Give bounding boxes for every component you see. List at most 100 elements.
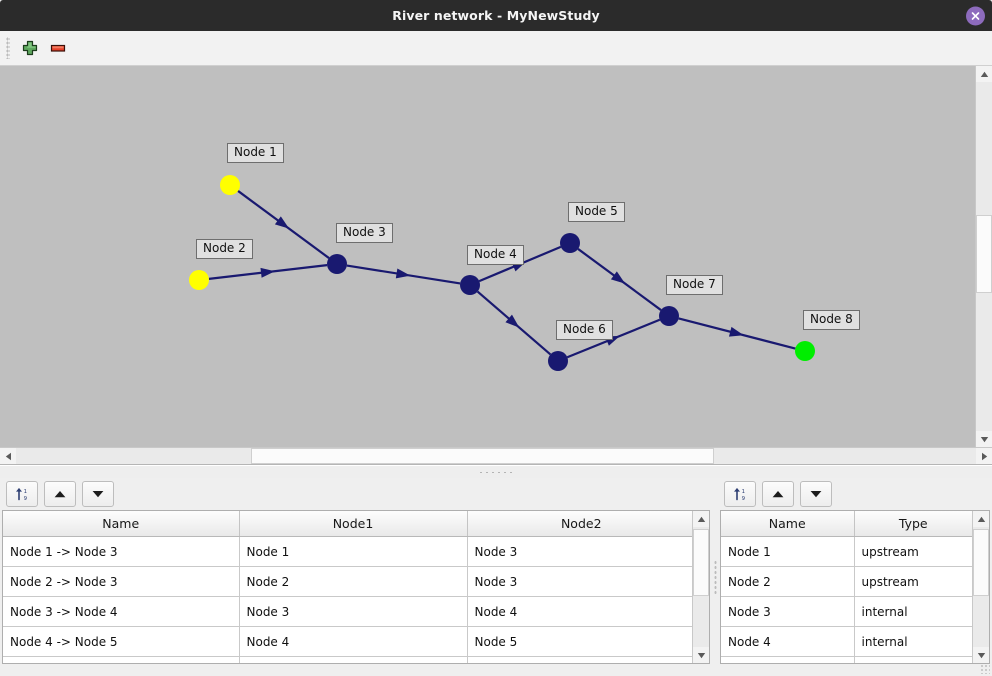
reaches-move-down-button[interactable] xyxy=(82,481,114,507)
table-cell[interactable]: Node 4 xyxy=(467,596,692,627)
graph-node-label[interactable]: Node 4 xyxy=(467,245,524,265)
graph-node-label[interactable]: Node 3 xyxy=(336,223,393,243)
table-cell[interactable] xyxy=(854,656,972,663)
reaches-sort-button[interactable]: 1 9 xyxy=(6,481,38,507)
table-cell[interactable]: Node 2 -> Node 3 xyxy=(3,566,240,597)
scroll-up-icon[interactable] xyxy=(693,511,709,527)
graph-node[interactable] xyxy=(548,351,568,371)
graph-edge-arrow-icon xyxy=(610,271,626,284)
graph-node[interactable] xyxy=(560,233,580,253)
graph-node-label[interactable]: Node 1 xyxy=(227,143,284,163)
table-cell[interactable] xyxy=(721,656,855,663)
scroll-down-icon[interactable] xyxy=(976,431,992,447)
reaches-move-up-button[interactable] xyxy=(44,481,76,507)
column-header-name[interactable]: Name xyxy=(3,511,240,537)
table-cell[interactable] xyxy=(239,656,468,663)
graph-horizontal-scrollbar[interactable] xyxy=(0,447,992,464)
table-cell[interactable]: Node 3 -> Node 4 xyxy=(3,596,240,627)
graph-node-label[interactable]: Node 6 xyxy=(556,320,613,340)
graph-node[interactable] xyxy=(220,175,240,195)
table-cell[interactable]: Node 2 xyxy=(239,566,468,597)
scroll-up-icon[interactable] xyxy=(973,511,989,527)
scroll-down-icon[interactable] xyxy=(693,647,709,663)
main-toolbar xyxy=(0,31,992,66)
table-cell[interactable]: Node 1 xyxy=(239,536,468,567)
graph-vscroll-thumb[interactable] xyxy=(976,214,992,294)
reaches-vscroll-thumb[interactable] xyxy=(693,529,709,597)
splitter-grip xyxy=(478,470,514,474)
table-cell[interactable]: Node 3 xyxy=(239,596,468,627)
reaches-pane-footer xyxy=(0,664,712,676)
table-cell[interactable]: Node 4 xyxy=(239,626,468,657)
column-header-node1[interactable]: Node1 xyxy=(239,511,468,537)
nodes-table-row[interactable] xyxy=(721,656,972,663)
table-cell[interactable]: Node 3 xyxy=(467,566,692,597)
column-header-name[interactable]: Name xyxy=(721,511,855,537)
table-cell[interactable]: Node 3 xyxy=(721,596,855,627)
nodes-toolbar: 1 9 xyxy=(718,478,992,510)
table-cell[interactable]: upstream xyxy=(854,536,972,567)
table-cell[interactable]: Node 4 xyxy=(721,626,855,657)
graph-hscroll-track[interactable] xyxy=(16,448,976,464)
reaches-table-row[interactable] xyxy=(3,656,692,663)
table-cell[interactable]: internal xyxy=(854,596,972,627)
graph-hscroll-thumb[interactable] xyxy=(251,448,714,464)
graph-node[interactable] xyxy=(659,306,679,326)
table-cell[interactable]: Node 5 xyxy=(467,626,692,657)
reaches-vscroll-track[interactable] xyxy=(693,527,709,647)
nodes-move-down-button[interactable] xyxy=(800,481,832,507)
nodes-vscroll-track[interactable] xyxy=(973,527,989,647)
svg-text:9: 9 xyxy=(24,496,28,502)
close-icon[interactable] xyxy=(966,6,985,25)
table-cell[interactable] xyxy=(3,656,240,663)
window-resize-grip[interactable] xyxy=(980,664,990,674)
nodes-sort-button[interactable]: 1 9 xyxy=(724,481,756,507)
table-cell[interactable]: Node 1 -> Node 3 xyxy=(3,536,240,567)
scroll-left-icon[interactable] xyxy=(0,448,16,464)
table-cell[interactable]: Node 2 xyxy=(721,566,855,597)
reaches-toolbar: 1 9 xyxy=(0,478,712,510)
scroll-down-icon[interactable] xyxy=(973,647,989,663)
graph-vertical-scrollbar[interactable] xyxy=(975,66,992,447)
column-header-type[interactable]: Type xyxy=(854,511,972,537)
toolbar-grip[interactable] xyxy=(6,37,10,59)
nodes-vertical-scrollbar[interactable] xyxy=(972,511,989,663)
delete-minus-icon[interactable] xyxy=(44,34,72,62)
graph-node-label[interactable]: Node 8 xyxy=(803,310,860,330)
reaches-vertical-scrollbar[interactable] xyxy=(692,511,709,663)
graph-vscroll-track[interactable] xyxy=(976,82,992,431)
graph-node[interactable] xyxy=(460,275,480,295)
network-graph-canvas[interactable]: Node 1 Node 2 Node 3 Node 4 Node 5 Node 6 Node… xyxy=(0,66,975,447)
table-cell[interactable]: Node 3 xyxy=(467,536,692,567)
vertical-splitter[interactable] xyxy=(712,478,718,676)
add-plus-icon[interactable] xyxy=(16,34,44,62)
scroll-up-icon[interactable] xyxy=(976,66,992,82)
table-cell[interactable]: Node 1 xyxy=(721,536,855,567)
graph-node-label[interactable]: Node 2 xyxy=(196,239,253,259)
graph-node[interactable] xyxy=(189,270,209,290)
graph-node[interactable] xyxy=(327,254,347,274)
scroll-right-icon[interactable] xyxy=(976,448,992,464)
table-cell[interactable]: Node 4 -> Node 5 xyxy=(3,626,240,657)
graph-node[interactable] xyxy=(795,341,815,361)
nodes-move-up-button[interactable] xyxy=(762,481,794,507)
graph-node-label[interactable]: Node 5 xyxy=(568,202,625,222)
graph-node-label[interactable]: Node 7 xyxy=(666,275,723,295)
table-cell[interactable]: internal xyxy=(854,626,972,657)
table-cell[interactable]: upstream xyxy=(854,566,972,597)
column-header-node2[interactable]: Node2 xyxy=(467,511,692,537)
nodes-vscroll-thumb[interactable] xyxy=(973,529,989,597)
table-cell[interactable] xyxy=(467,656,692,663)
horizontal-splitter[interactable] xyxy=(0,465,992,478)
